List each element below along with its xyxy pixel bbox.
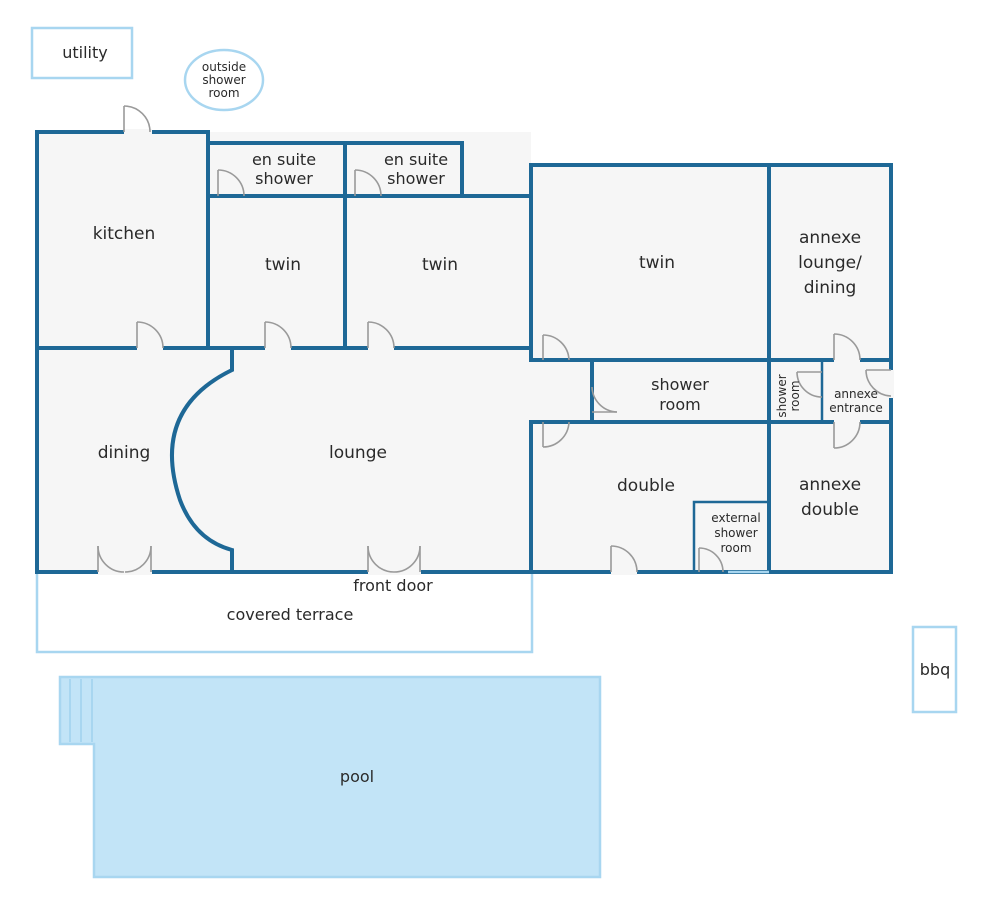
annexe-lounge-label-2: lounge/ <box>798 253 862 273</box>
shower-room-label-1: shower <box>651 375 709 394</box>
utility-label: utility <box>62 43 108 62</box>
annexe-lounge-label-1: annexe <box>799 228 861 248</box>
outside-shower-label-1: outside <box>202 60 246 74</box>
lounge-label: lounge <box>329 443 387 463</box>
annexe-double-label-2: double <box>801 500 859 520</box>
external-shower-label-2: shower <box>714 526 757 540</box>
twin-3-label: twin <box>639 253 675 273</box>
external-shower-label-3: room <box>720 541 751 555</box>
utility-room-outline <box>30 26 134 80</box>
kitchen-label: kitchen <box>93 224 156 244</box>
en-suite-1-label-1: en suite <box>252 150 316 169</box>
external-shower-label-1: external <box>711 511 760 525</box>
covered-terrace-label: covered terrace <box>227 605 354 624</box>
annexe-entrance-label-2: entrance <box>829 401 883 415</box>
outside-shower-label-3: room <box>208 86 239 100</box>
dining-label: dining <box>98 443 151 463</box>
en-suite-2-label-2: shower <box>387 169 445 188</box>
pool-label: pool <box>340 767 374 786</box>
shower-room-label-2: room <box>659 395 700 414</box>
annexe-double-label-1: annexe <box>799 475 861 495</box>
pool <box>58 675 602 879</box>
en-suite-2-label-1: en suite <box>384 150 448 169</box>
en-suite-1-label-2: shower <box>255 169 313 188</box>
bbq-label: bbq <box>920 660 950 679</box>
bbq-outline <box>911 625 958 714</box>
outside-shower-room-outline <box>183 48 265 112</box>
front-door-label: front door <box>353 576 433 595</box>
annexe-lounge-label-3: dining <box>804 278 857 298</box>
outside-shower-label-2: shower <box>202 73 245 87</box>
annexe-entrance-label-1: annexe <box>834 387 878 401</box>
small-shower-label-2: room <box>788 380 802 411</box>
twin-2-label: twin <box>422 255 458 275</box>
small-shower-label-1: shower <box>775 374 789 417</box>
doors <box>97 105 894 575</box>
double-label: double <box>617 476 675 496</box>
twin-1-label: twin <box>265 255 301 275</box>
